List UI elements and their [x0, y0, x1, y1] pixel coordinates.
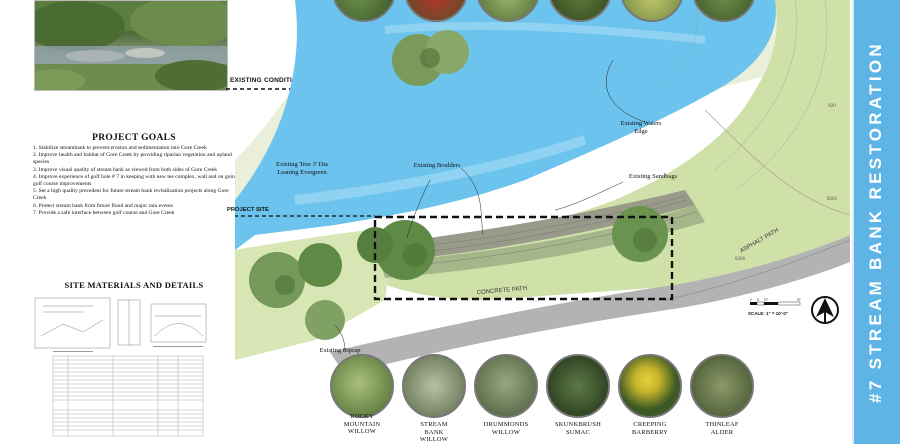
goal-item: 3. Improve visual quality of stream bank… — [33, 166, 218, 173]
plant-label-line: WILLOW — [347, 428, 377, 436]
scale-tick: 10' — [764, 298, 768, 302]
label-existing-boulders: Existing Boulders — [413, 162, 461, 169]
label-line: Existing Tree 3' Dia — [276, 161, 328, 168]
plant-label-line: STREAM — [420, 421, 448, 428]
site-plan-drawing — [235, 0, 850, 375]
label-existing-sandbags: Existing Sandbags — [628, 173, 678, 180]
banner-title: #7 STREAM BANK RESTORATION — [866, 41, 885, 403]
goal-item: 5. Set a high quality precedent for futu… — [33, 188, 229, 202]
site-materials-title: SITE MATERIALS AND DETAILS — [64, 280, 204, 290]
goal-item: 7. Provide a safe interface between golf… — [33, 210, 175, 217]
materials-details-sheet — [34, 297, 207, 437]
goal-item: 4. Improve experience of golf hole # 7 i… — [33, 174, 238, 188]
title-banner: #7 STREAM BANK RESTORATION — [852, 0, 900, 444]
plant-label-line: WILLOW — [419, 436, 449, 444]
label-project-site: PROJECT SITE — [227, 207, 269, 213]
plant-label-thinleaf-alder: THINLEAF ALDER — [682, 421, 762, 436]
scale-tick: 5' — [757, 298, 760, 302]
plant-label-line: ALDER — [710, 428, 734, 436]
plant-photo-creeping-barberry — [618, 354, 682, 418]
north-arrow-icon — [811, 296, 839, 324]
label-contour-8206: 8206 — [735, 257, 745, 262]
scale-tick: 20' — [797, 298, 801, 302]
photo-caption: EXISTING CONDITIONS PHOTO — [230, 77, 333, 84]
plant-label-line: SUMAC — [565, 428, 591, 436]
label-line: Leaning Evergreen — [277, 168, 327, 176]
label-contour-8203: 8203 — [827, 197, 837, 202]
plant-label-creeping-barberry: CREEPING BARBERRY — [610, 421, 690, 436]
plant-photo-drummonds-willow — [474, 354, 538, 418]
scale-bar: 0 5' 10' 20' — [750, 298, 801, 306]
goal-item: 2. Improve health and habitat of Gore Cr… — [33, 152, 232, 166]
scale-tick: 0 — [750, 298, 752, 302]
plant-label-line: MOUNTAIN — [343, 420, 381, 428]
label-contour-820: 820 — [828, 104, 836, 109]
creek-photo-image — [35, 1, 227, 90]
goal-item: 6. Protect stream bank from future flood… — [33, 202, 173, 209]
label-existing-riprap: Existing Riprap — [319, 347, 361, 354]
plant-label-line: SKUNKBRUSH — [554, 421, 602, 428]
label-existing-waters-edge: Existing Waters Edge — [596, 120, 686, 135]
goal-item: 1. Stabilize streambank to prevent erosi… — [33, 145, 207, 151]
label-line: Existing Waters — [620, 120, 662, 127]
plant-label-line: WILLOW — [491, 428, 521, 436]
project-goals-list: 1. Stabilize streambank to prevent erosi… — [33, 145, 238, 218]
label-existing-tree: Existing Tree 3' Dia Leaning Evergreen — [258, 161, 346, 176]
plant-label-line: BANK — [424, 428, 444, 436]
plant-label-line: DRUMMONDS — [483, 421, 529, 428]
banner-stripe — [852, 0, 854, 444]
plant-label-line: ROCKY — [350, 413, 374, 420]
plant-photo-thinleaf-alder — [690, 354, 754, 418]
plant-photo-rocky-mountain-willow — [330, 354, 394, 418]
plant-label-line: CREEPING — [633, 421, 667, 428]
plant-label-line: BARBERRY — [631, 428, 669, 436]
scale-text: SCALE: 1" = 10'-0" — [748, 311, 788, 316]
project-goals-title: PROJECT GOALS — [92, 133, 176, 143]
plant-label-drummonds-willow: DRUMMONDS WILLOW — [466, 421, 546, 436]
plant-label-rocky-mountain-willow: ROCKY MOUNTAIN WILLOW — [322, 413, 402, 436]
plant-label-line: THINLEAF — [705, 421, 739, 428]
plant-label-stream-bank-willow: STREAM BANK WILLOW — [394, 421, 474, 444]
label-line: Edge — [634, 127, 648, 135]
plant-photo-skunkbrush-sumac — [546, 354, 610, 418]
plant-label-skunkbrush-sumac: SKUNKBRUSH SUMAC — [538, 421, 618, 436]
existing-conditions-photo — [34, 0, 228, 91]
plant-photo-stream-bank-willow — [402, 354, 466, 418]
